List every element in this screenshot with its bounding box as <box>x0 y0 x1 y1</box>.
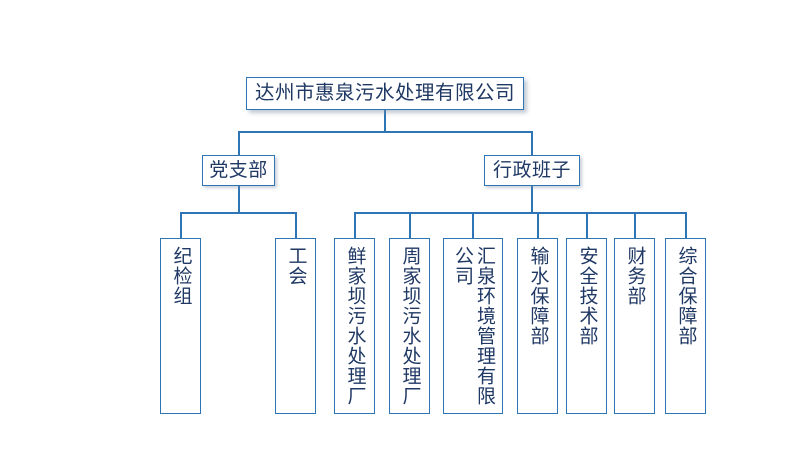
node-labor-union-label: 工会 <box>285 246 307 286</box>
node-root-company-label: 达州市惠泉污水处理有限公司 <box>254 82 515 105</box>
node-finance-department-label: 财务部 <box>624 246 646 306</box>
node-general-support-department-label: 综合保障部 <box>675 246 697 346</box>
node-water-transport-department-label: 输水保障部 <box>527 246 549 346</box>
connector-root-stem <box>384 109 386 132</box>
connector-party-bar <box>180 212 297 214</box>
connector-to-party <box>238 131 240 155</box>
node-zhoujiaba-plant[interactable]: 周家坝污水处理厂 <box>389 238 430 414</box>
connector-party-stem <box>238 185 240 213</box>
connector-to-leaf1 <box>180 212 182 238</box>
node-zhoujiaba-plant-label: 周家坝污水处理厂 <box>399 246 421 406</box>
connector-level2-bar <box>238 131 532 133</box>
connector-to-leaf5 <box>472 212 474 238</box>
connector-to-leaf9 <box>685 212 687 238</box>
node-finance-department[interactable]: 财务部 <box>614 238 655 414</box>
node-labor-union[interactable]: 工会 <box>275 238 316 414</box>
connector-to-leaf2 <box>295 212 297 238</box>
node-party-branch[interactable]: 党支部 <box>202 155 275 186</box>
node-admin-team[interactable]: 行政班子 <box>484 155 580 186</box>
node-xianjiaba-plant-label: 鲜家坝污水处理厂 <box>344 246 366 406</box>
node-discipline-inspection-group[interactable]: 纪检组 <box>160 238 201 414</box>
node-huiquan-environment-company-label: 汇泉环境管理有限公司 <box>452 246 496 406</box>
node-general-support-department[interactable]: 综合保障部 <box>665 238 706 414</box>
connector-to-admin <box>531 131 533 155</box>
connector-to-leaf6 <box>537 212 539 238</box>
connector-to-leaf4 <box>409 212 411 238</box>
node-root-company[interactable]: 达州市惠泉污水处理有限公司 <box>246 77 524 110</box>
node-huiquan-environment-company[interactable]: 汇泉环境管理有限公司 <box>443 238 503 414</box>
connector-to-leaf7 <box>586 212 588 238</box>
connector-to-leaf3 <box>354 212 356 238</box>
node-xianjiaba-plant[interactable]: 鲜家坝污水处理厂 <box>334 238 375 414</box>
node-safety-technology-department-label: 安全技术部 <box>576 246 598 346</box>
node-admin-team-label: 行政班子 <box>492 159 571 181</box>
node-safety-technology-department[interactable]: 安全技术部 <box>566 238 607 414</box>
node-water-transport-department[interactable]: 输水保障部 <box>517 238 558 414</box>
node-discipline-inspection-group-label: 纪检组 <box>170 246 192 306</box>
connector-admin-bar <box>354 212 686 214</box>
node-party-branch-label: 党支部 <box>209 159 268 181</box>
connector-to-leaf8 <box>634 212 636 238</box>
connector-admin-stem <box>531 185 533 213</box>
